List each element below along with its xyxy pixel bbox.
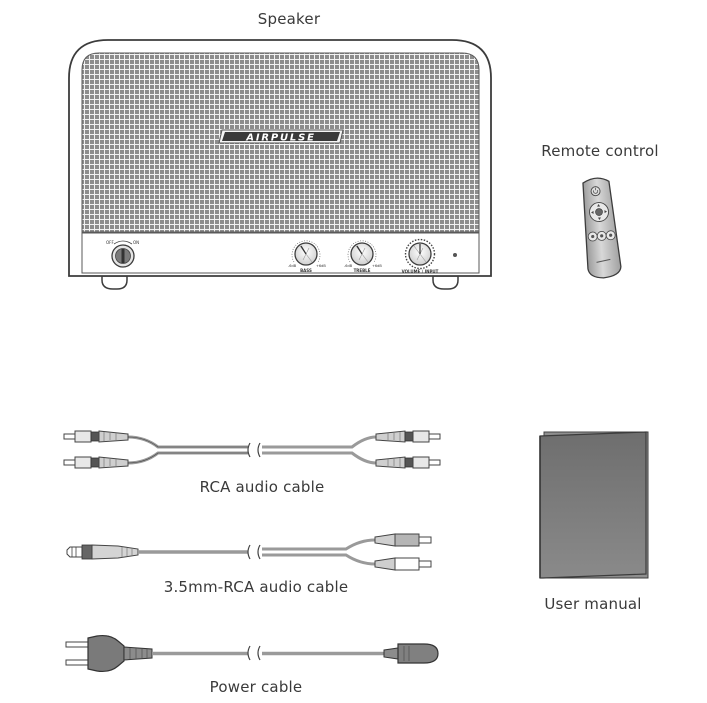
power-switch-off-label: OFF	[106, 240, 114, 245]
rca-left-plug-top	[63, 430, 129, 443]
speaker-logo: AIRPULSE	[218, 129, 344, 144]
remote-control	[582, 177, 622, 279]
speaker-left-foot	[101, 275, 128, 290]
remote-body	[582, 177, 622, 279]
bass-label: BASS	[300, 268, 312, 273]
speaker-brand-text: AIRPULSE	[245, 133, 315, 144]
remote-power-button	[590, 186, 601, 197]
treble-knob: -6dB +6dB TREBLE	[344, 240, 382, 273]
rca-audio-cable	[63, 430, 441, 469]
power-cable-caption: Power cable	[209, 678, 303, 696]
volume-input-knob: VOLUME / INPUT	[402, 238, 439, 274]
treble-label: TREBLE	[354, 268, 371, 273]
user-manual	[539, 431, 649, 579]
rca-right-plug-top	[375, 430, 441, 443]
speaker-right-foot	[432, 275, 459, 290]
aux-cable-caption: 3.5mm-RCA audio cable	[163, 578, 349, 596]
aux-rca-plug-top	[374, 533, 432, 547]
rca-cable-caption: RCA audio cable	[199, 478, 325, 496]
speaker: AIRPULSE OFF ON -6dB +6dB BASS	[68, 39, 492, 290]
status-led	[453, 253, 457, 257]
power-plug-prong-bottom	[65, 659, 89, 666]
bass-min-label: -6dB	[288, 264, 297, 268]
manual-cover	[539, 431, 647, 579]
power-plug-prong-top	[65, 641, 89, 648]
remote-caption: Remote control	[541, 142, 659, 160]
rca-right-plug-bottom	[375, 456, 441, 469]
manual-caption: User manual	[544, 595, 642, 613]
bass-max-label: +6dB	[316, 264, 326, 268]
aux-cable-break	[247, 544, 261, 560]
aux-rca-plug-bottom	[374, 557, 432, 571]
speaker-caption: Speaker	[257, 10, 321, 28]
bass-knob: -6dB +6dB BASS	[288, 240, 326, 273]
power-switch-on-label: ON	[133, 240, 139, 245]
power-connector	[397, 643, 439, 664]
power-cable-break	[247, 645, 261, 661]
remote-brand-mark	[596, 258, 611, 263]
power-plug-body	[87, 634, 125, 673]
rca-left-plug-bottom	[63, 456, 129, 469]
rca-cable-break	[247, 442, 261, 458]
aux-rca-cable	[66, 533, 432, 571]
treble-max-label: +6dB	[372, 264, 382, 268]
power-switch: OFF ON	[106, 240, 139, 268]
remote-ok-button	[595, 208, 603, 216]
aux-jack-plug	[66, 544, 139, 560]
treble-min-label: -6dB	[344, 264, 353, 268]
power-cable	[65, 634, 439, 673]
volume-input-label: VOLUME / INPUT	[402, 269, 439, 274]
